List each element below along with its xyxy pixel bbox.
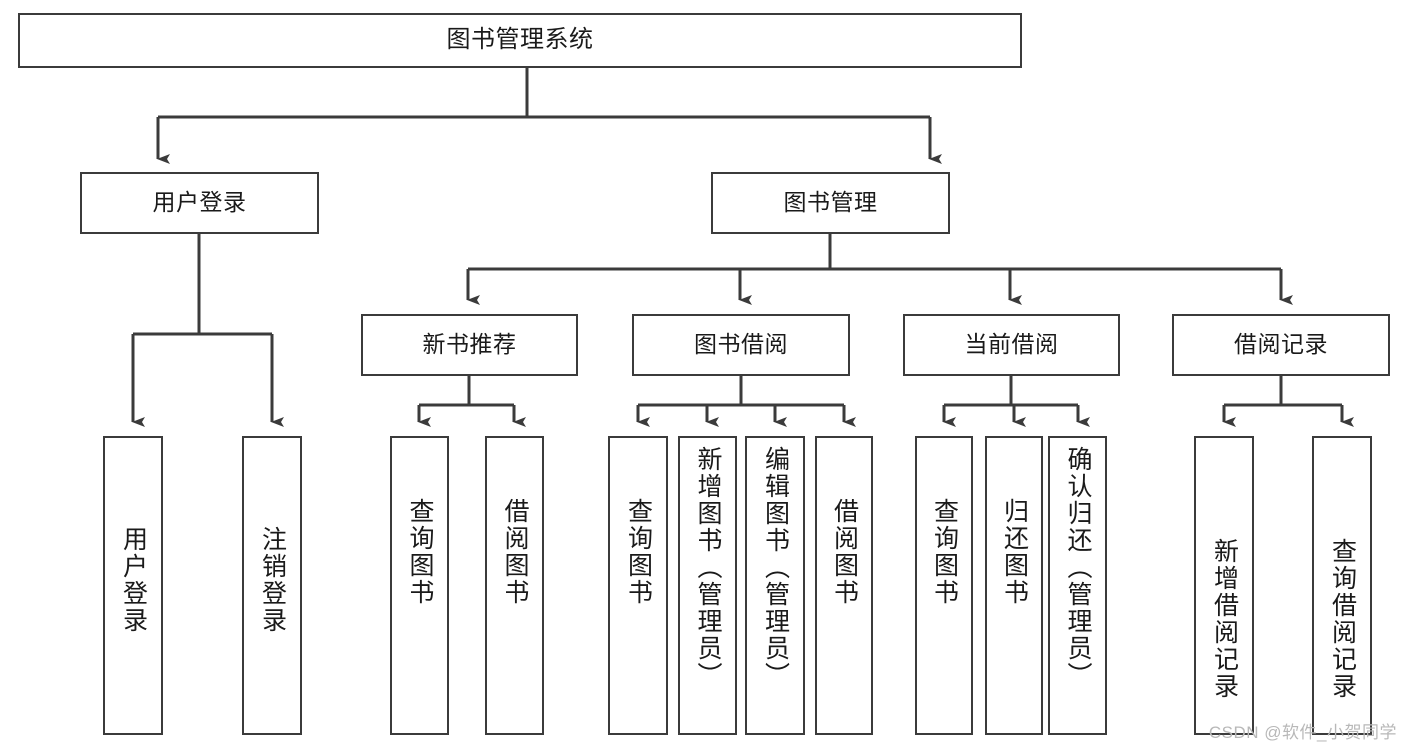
node-borrow-record-label: 借阅记录 <box>1234 331 1328 358</box>
node-leaf-logout[interactable]: 注销登录 <box>242 436 302 735</box>
node-leaf-return-book-label: 归还图书 <box>1000 498 1029 606</box>
node-leaf-add-book-admin[interactable]: 新增图书（管理员） <box>678 436 737 735</box>
watermark: CSDN @软件_小贺同学 <box>1208 723 1397 742</box>
node-current-borrow[interactable]: 当前借阅 <box>903 314 1120 376</box>
node-leaf-query-book-3-label: 查询图书 <box>930 498 959 606</box>
node-leaf-confirm-return-admin[interactable]: 确认归还（管理员） <box>1048 436 1107 735</box>
node-leaf-borrow-book-2[interactable]: 借阅图书 <box>815 436 873 735</box>
node-leaf-add-book-admin-label: 新增图书（管理员） <box>694 446 722 689</box>
node-leaf-edit-book-admin[interactable]: 编辑图书（管理员） <box>745 436 805 735</box>
node-leaf-query-book-1[interactable]: 查询图书 <box>390 436 449 735</box>
node-leaf-logout-label: 注销登录 <box>258 526 287 634</box>
node-book-management[interactable]: 图书管理 <box>711 172 950 234</box>
node-book-management-label: 图书管理 <box>783 189 878 216</box>
node-book-borrow[interactable]: 图书借阅 <box>632 314 850 376</box>
node-leaf-query-book-1-label: 查询图书 <box>406 498 434 606</box>
node-leaf-borrow-book-1[interactable]: 借阅图书 <box>485 436 544 735</box>
node-leaf-user-login-label: 用户登录 <box>119 526 148 634</box>
node-current-borrow-label: 当前借阅 <box>964 331 1059 358</box>
node-leaf-confirm-return-admin-label: 确认归还（管理员） <box>1064 446 1092 689</box>
node-leaf-add-borrow-record-label: 新增借阅记录 <box>1210 538 1239 700</box>
node-leaf-borrow-book-2-label: 借阅图书 <box>830 498 859 606</box>
node-leaf-edit-book-admin-label: 编辑图书（管理员） <box>761 446 790 689</box>
node-root[interactable]: 图书管理系统 <box>18 13 1022 68</box>
node-leaf-query-book-3[interactable]: 查询图书 <box>915 436 973 735</box>
node-new-book-recommend-label: 新书推荐 <box>422 331 517 358</box>
node-user-login[interactable]: 用户登录 <box>80 172 319 234</box>
node-leaf-add-borrow-record[interactable]: 新增借阅记录 <box>1194 436 1254 735</box>
node-new-book-recommend[interactable]: 新书推荐 <box>361 314 578 376</box>
node-leaf-return-book[interactable]: 归还图书 <box>985 436 1043 735</box>
node-user-login-label: 用户登录 <box>152 189 247 216</box>
node-borrow-record[interactable]: 借阅记录 <box>1172 314 1390 376</box>
node-leaf-query-book-2[interactable]: 查询图书 <box>608 436 668 735</box>
node-leaf-query-borrow-record-label: 查询借阅记录 <box>1328 538 1357 700</box>
node-leaf-query-borrow-record[interactable]: 查询借阅记录 <box>1312 436 1372 735</box>
node-leaf-query-book-2-label: 查询图书 <box>624 498 653 606</box>
node-leaf-borrow-book-1-label: 借阅图书 <box>501 498 529 606</box>
node-book-borrow-label: 图书借阅 <box>694 331 788 358</box>
node-leaf-user-login[interactable]: 用户登录 <box>103 436 163 735</box>
node-root-label: 图书管理系统 <box>446 26 594 54</box>
